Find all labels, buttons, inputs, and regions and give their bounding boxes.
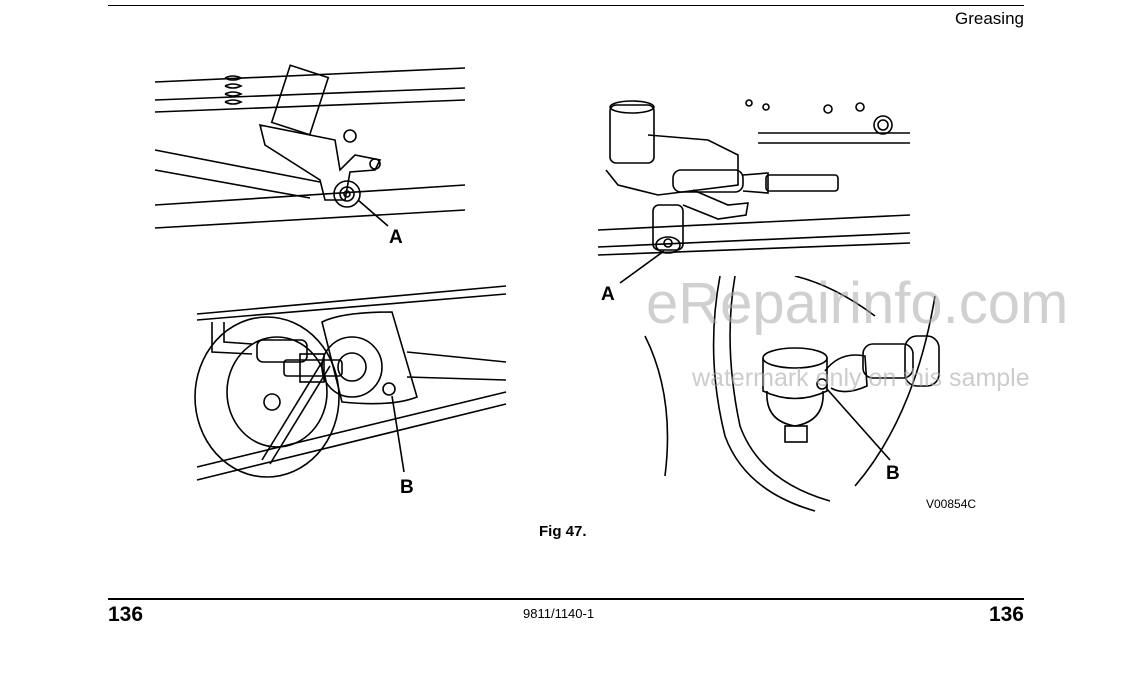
watermark-site: eRepairinfo.com xyxy=(646,271,1069,336)
callout-a-left: A xyxy=(389,227,403,248)
illustration-top-left xyxy=(150,60,470,235)
callout-b-left: B xyxy=(400,477,414,498)
illustration-top-right xyxy=(598,95,913,290)
figure-reference-code: V00854C xyxy=(926,497,977,511)
page-number-right: 136 xyxy=(988,603,1024,626)
illustration-bottom-left xyxy=(192,282,510,492)
watermark-notice: watermark only on this sample xyxy=(692,364,1030,392)
figure-caption: Fig 47. xyxy=(539,523,587,540)
document-code: 9811/1140-1 xyxy=(523,606,595,621)
header-rule xyxy=(108,5,1024,6)
callout-a-right: A xyxy=(601,284,615,305)
footer-rule xyxy=(108,598,1024,600)
page-number-left: 136 xyxy=(108,603,144,626)
section-title: Greasing xyxy=(955,9,1024,28)
illustration-bottom-right xyxy=(635,276,945,516)
callout-b-right: B xyxy=(886,463,900,484)
